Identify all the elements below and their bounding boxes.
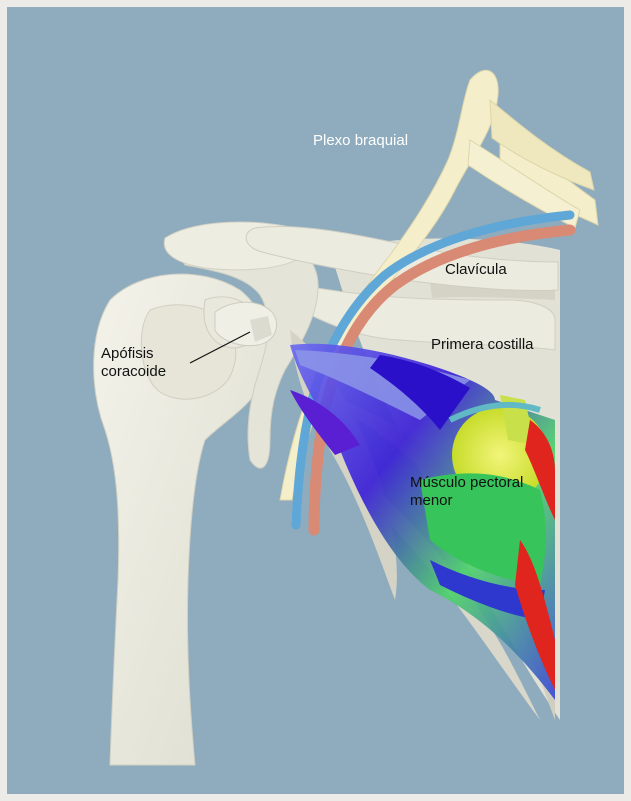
label-primera-costilla: Primera costilla: [431, 336, 534, 353]
label-musculo-line1: Músculo pectoral: [410, 474, 523, 491]
label-clavicula: Clavícula: [445, 261, 507, 278]
label-apofisis-line2: coracoide: [101, 363, 166, 380]
label-musculo-line2: menor: [410, 492, 453, 509]
label-apofisis-line1: Apófisis: [101, 345, 154, 362]
label-plexo-braquial: Plexo braquial: [313, 132, 408, 149]
coracoid-process: [215, 302, 277, 345]
